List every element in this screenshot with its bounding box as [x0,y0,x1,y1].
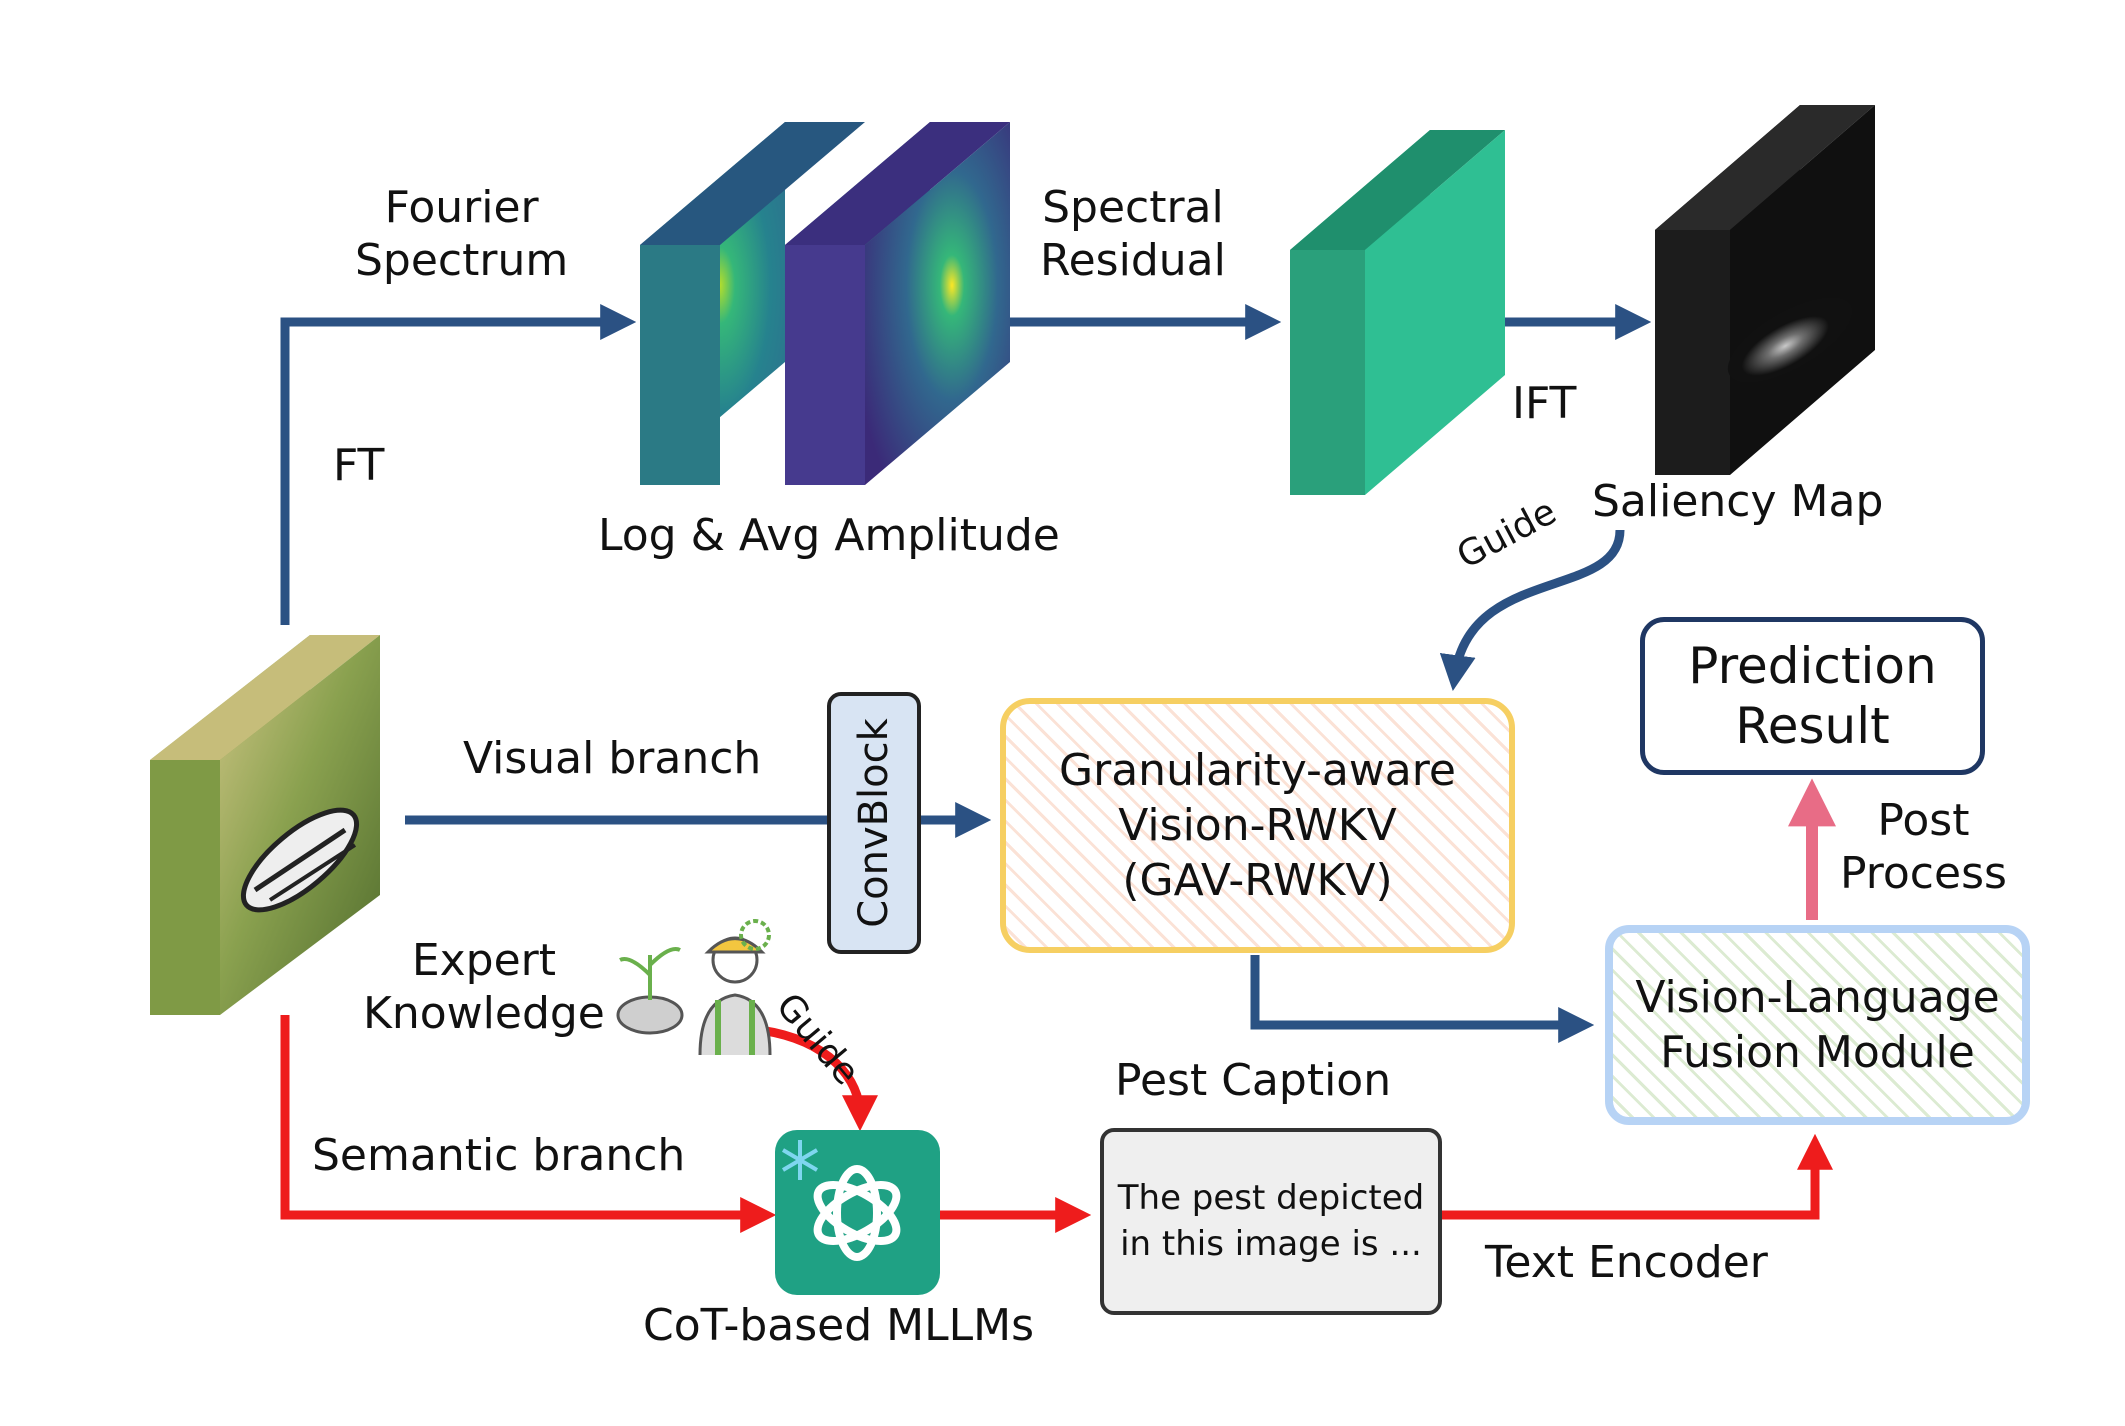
ft-label: FT [333,440,385,491]
log-avg-amplitude-label: Log & Avg Amplitude [598,510,1060,561]
text-encoder-label: Text Encoder [1485,1237,1768,1288]
ift-label: IFT [1512,378,1577,429]
fourier-spectrum-label: Fourier Spectrum [355,182,569,286]
avg-amplitude-block [785,122,1010,485]
fourier-spectrum-block [640,122,865,485]
snowflake-icon [781,1140,819,1180]
butterfly-photo [150,635,380,1015]
guide-saliency-arrow [1439,529,1625,692]
saliency-map-block [1655,105,1875,475]
semantic-branch-label: Semantic branch [312,1130,686,1181]
pest-caption-box: The pest depicted in this image is ... [1100,1128,1442,1315]
gav-rwkv-block: Granularity-aware Vision-RWKV (GAV-RWKV) [1000,698,1515,953]
semantic-branch-arrow [280,1015,777,1233]
vision-language-fusion-block: Vision-Language Fusion Module [1605,925,2030,1125]
post-process-label: Post Process [1840,795,2007,899]
saliency-map-label: Saliency Map [1592,476,1884,527]
conv-block: ConvBlock [827,692,921,954]
conv-block-label: ConvBlock [851,718,898,928]
guide-expert-arrow [759,1025,878,1132]
pest-caption-label: Pest Caption [1115,1055,1392,1106]
spectral-residual-block [1290,130,1505,495]
cot-mllms-label: CoT-based MLLMs [643,1300,1035,1351]
expert-knowledge-label: Expert Knowledge [363,935,605,1039]
spectral-residual-label: Spectral Residual [1040,182,1226,286]
gav-to-fusion-arrow [1250,955,1595,1043]
expert-farmer-icon [616,919,772,1056]
ft-arrow [280,304,637,625]
text-encoder-arrow [1442,1133,1833,1220]
prediction-result-block: Prediction Result [1640,617,1985,775]
visual-branch-label: Visual branch [463,733,762,784]
